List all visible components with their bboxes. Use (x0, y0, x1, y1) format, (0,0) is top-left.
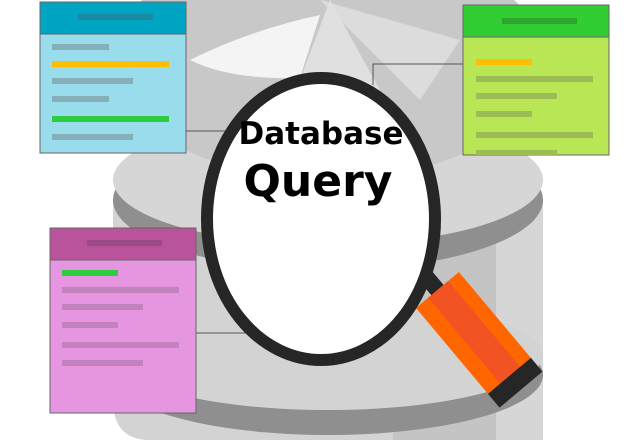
title-query: Query (244, 156, 393, 207)
table-card-pink (49, 227, 197, 414)
table-card-green (462, 4, 610, 156)
magnifying-glass-icon (201, 72, 543, 408)
table-card-blue (39, 1, 187, 154)
title-database: Database (239, 116, 404, 152)
connector-lines (186, 63, 463, 334)
